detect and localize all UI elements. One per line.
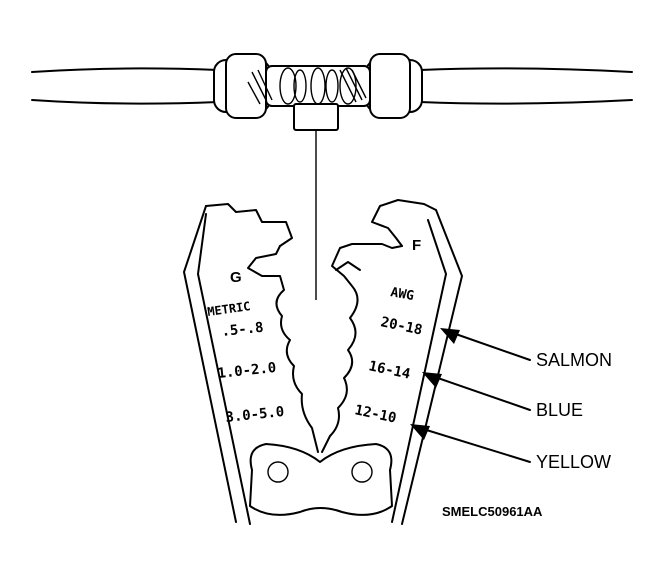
- left-handle: [183, 205, 237, 523]
- metric-heading: METRIC: [206, 299, 251, 319]
- right-jaw-die: [321, 243, 403, 453]
- figure-id: SMELC50961AA: [442, 504, 543, 519]
- die-label-g: G: [230, 269, 242, 286]
- metric-size-1: .5-.8: [221, 320, 265, 340]
- color-callouts: SALMON BLUE YELLOW: [410, 328, 612, 472]
- awg-heading: AWG: [389, 285, 415, 304]
- die-labels: G F METRIC .5-.8 1.0-2.0 3.0-5.0 AWG 20-…: [206, 237, 423, 427]
- crimp-block: [293, 103, 339, 131]
- callout-yellow: YELLOW: [410, 424, 611, 472]
- die-label-f: F: [412, 237, 421, 254]
- left-pivot-pin: [267, 461, 289, 483]
- metric-size-3: 3.0-5.0: [225, 404, 285, 426]
- right-pivot-pin: [351, 461, 373, 483]
- right-handle: [401, 209, 463, 525]
- awg-size-2: 16-14: [367, 358, 412, 382]
- right-wire: [419, 67, 633, 105]
- callout-blue: BLUE: [422, 372, 583, 420]
- awg-size-1: 20-18: [379, 314, 424, 338]
- awg-size-3: 12-10: [353, 402, 398, 426]
- metric-size-2: 1.0-2.0: [217, 360, 277, 382]
- crimp-tool: [183, 199, 463, 525]
- wire-splice-assembly: [31, 53, 633, 300]
- callout-yellow-label: YELLOW: [536, 452, 611, 472]
- pivot-plate: [249, 443, 393, 516]
- left-jaw-die: [247, 245, 319, 453]
- callout-blue-label: BLUE: [536, 400, 583, 420]
- callout-salmon-label: SALMON: [536, 350, 612, 370]
- callout-salmon: SALMON: [440, 328, 612, 370]
- left-wire: [31, 67, 219, 105]
